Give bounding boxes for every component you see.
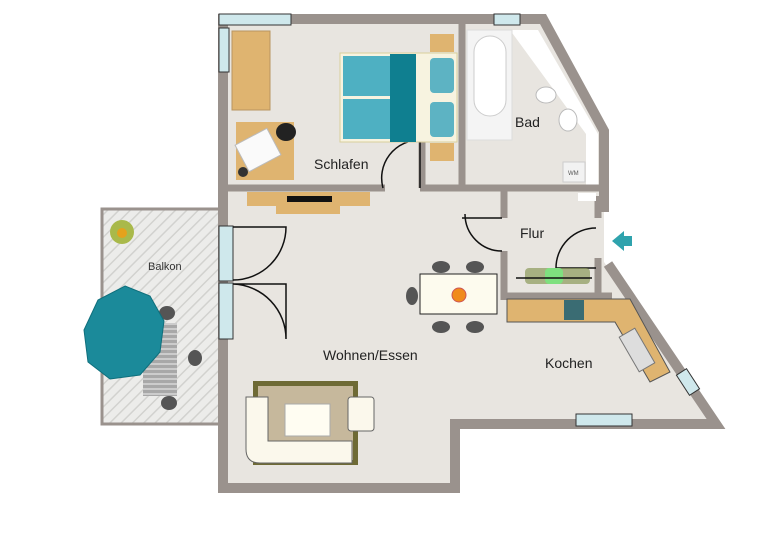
room-label-hall: Flur xyxy=(520,225,544,241)
shoe-rack xyxy=(516,268,592,284)
washing-machine-label: WM xyxy=(568,171,579,177)
room-label-living: Wohnen/Essen xyxy=(323,347,418,363)
living-furniture xyxy=(245,381,375,465)
parasol-icon xyxy=(83,285,165,380)
bath-fixtures: WM xyxy=(466,29,586,183)
dining-table xyxy=(406,261,498,333)
balcony-furniture xyxy=(83,220,202,410)
kitchen-counter xyxy=(506,298,671,383)
room-label-balcony: Balkon xyxy=(148,261,182,273)
doors xyxy=(232,139,597,340)
wall-niche xyxy=(578,193,596,201)
bedroom-furniture xyxy=(231,30,458,214)
interior-walls xyxy=(223,22,612,300)
room-label-kitchen: Kochen xyxy=(545,355,592,371)
bath-wall-strip xyxy=(510,30,598,185)
room-label-bathroom: Bad xyxy=(515,114,540,130)
entrance-arrow-icon xyxy=(612,231,632,251)
plant-icon xyxy=(110,220,134,244)
fruit-bowl-icon xyxy=(451,287,467,303)
windows xyxy=(218,13,701,427)
room-label-bedroom: Schlafen xyxy=(314,156,368,172)
entrance-opening xyxy=(604,215,614,257)
